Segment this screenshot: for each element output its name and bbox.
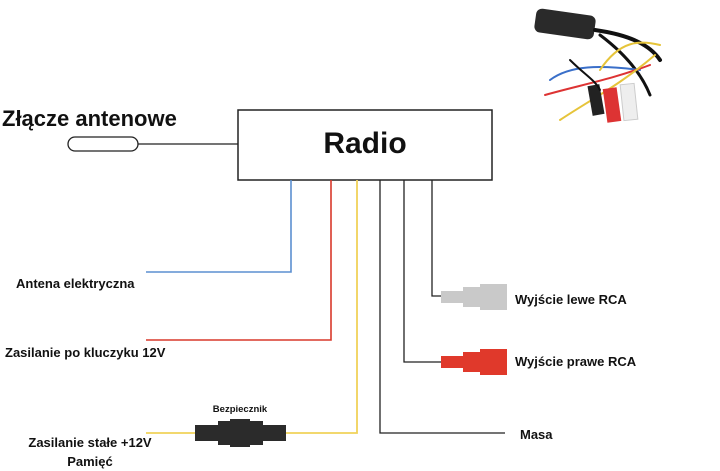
constant-power-wire [286, 180, 358, 434]
ignition-power-label: Zasilanie po kluczyku 12V [5, 345, 166, 360]
radio-label: Radio [323, 127, 406, 160]
antenna-connector-label: Złącze antenowe [2, 106, 177, 131]
left-rca-plug-icon [441, 284, 507, 310]
radio-box [237, 109, 493, 181]
fuse-label: Bezpiecznik [213, 404, 268, 415]
harness-photo-icon [534, 8, 662, 123]
right-rca-plug-icon [441, 349, 507, 375]
left-rca-label: Wyjście lewe RCA [515, 292, 627, 307]
constant-power-label: Zasilanie stałe +12V [28, 435, 152, 450]
ignition-power-wire [146, 180, 332, 341]
left-rca-wire [431, 180, 441, 297]
electric-antenna-label: Antena elektryczna [16, 276, 135, 291]
ground-label: Masa [520, 427, 553, 442]
fuse-icon [195, 419, 286, 447]
memory-label: Pamięć [67, 454, 113, 469]
antenna-plug-icon [67, 136, 139, 152]
ground-wire [379, 180, 505, 434]
right-rca-label: Wyjście prawe RCA [515, 354, 637, 369]
electric-antenna-wire [146, 180, 292, 273]
right-rca-wire [403, 180, 441, 363]
